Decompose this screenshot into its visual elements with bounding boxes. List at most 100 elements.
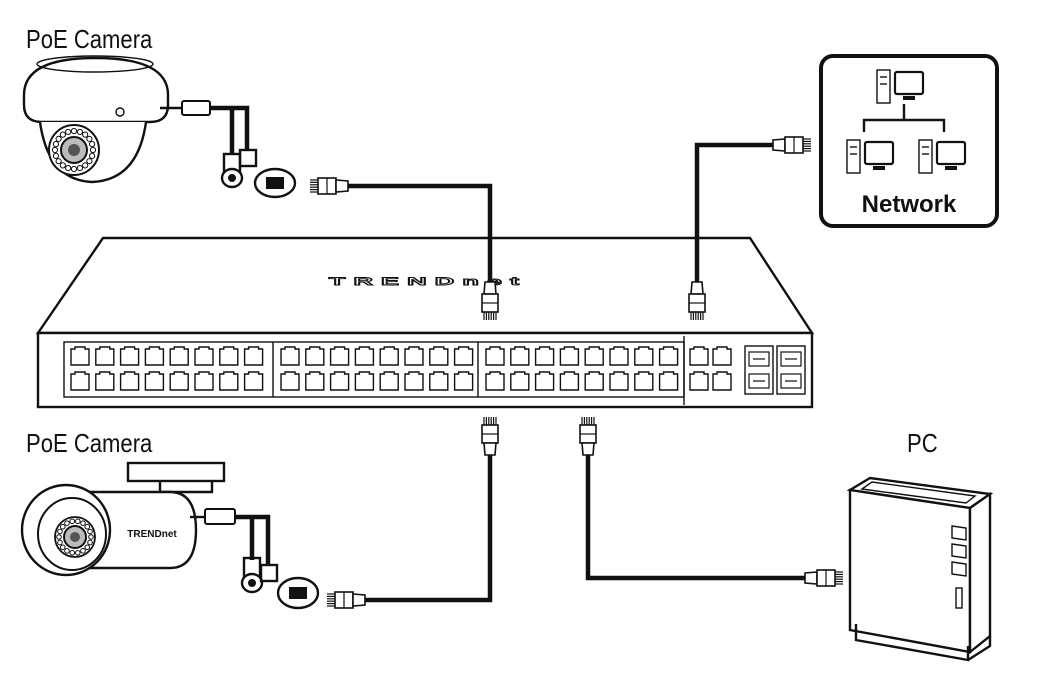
rj45-plug bbox=[804, 569, 843, 587]
rj45-port bbox=[219, 371, 239, 391]
rj45-port bbox=[584, 346, 604, 366]
bullet-camera-power-pin bbox=[248, 579, 256, 587]
bullet-camera-eth-boot bbox=[259, 563, 279, 583]
pc-tower bbox=[846, 476, 994, 662]
rj45-port bbox=[689, 371, 709, 391]
bullet-camera-ir-leds bbox=[56, 518, 94, 556]
network-label: Network bbox=[862, 191, 957, 218]
rj45-plugs bbox=[310, 136, 843, 609]
bullet-camera-mount-plate bbox=[126, 461, 226, 483]
ir-led bbox=[69, 518, 76, 525]
rj45-port bbox=[658, 346, 679, 366]
bullet-camera-eth-lead bbox=[235, 514, 271, 565]
dome-camera-lens-center bbox=[68, 144, 80, 156]
rj45-plug bbox=[481, 417, 499, 456]
rj45-port bbox=[169, 346, 189, 366]
ir-led bbox=[52, 141, 60, 148]
ir-led bbox=[76, 164, 83, 172]
rj45-port-array bbox=[70, 346, 679, 391]
rj45-plug bbox=[481, 281, 499, 320]
network-computer-left bbox=[846, 139, 895, 174]
ir-led bbox=[57, 539, 63, 546]
cable-switch-to-bottom-camera bbox=[365, 455, 493, 603]
pc-label: PC bbox=[907, 429, 938, 458]
ir-led bbox=[59, 131, 66, 138]
rj45-port bbox=[634, 371, 654, 391]
ir-led bbox=[84, 523, 91, 530]
ir-led bbox=[59, 162, 66, 169]
rj45-port bbox=[379, 346, 399, 366]
ir-led bbox=[65, 164, 72, 172]
network-computer-right bbox=[918, 139, 967, 174]
ir-led bbox=[88, 141, 96, 148]
bullet-camera-connector bbox=[204, 508, 236, 525]
rj45-port bbox=[689, 346, 709, 366]
ir-led bbox=[57, 528, 63, 535]
rj45-port bbox=[70, 371, 90, 391]
ir-led bbox=[55, 158, 62, 165]
rj45-port bbox=[609, 371, 629, 391]
dome-camera-housing bbox=[22, 56, 170, 124]
rj45-port bbox=[658, 371, 679, 391]
rj45-port bbox=[429, 346, 449, 366]
rj45-port bbox=[119, 346, 140, 366]
rj45-port bbox=[194, 371, 214, 391]
dome-camera bbox=[22, 55, 297, 199]
rj45-port bbox=[379, 371, 399, 391]
rj45-plug bbox=[772, 136, 811, 154]
poe-camera-bottom-label: PoE Camera bbox=[26, 429, 153, 458]
pc-power-button bbox=[955, 587, 963, 609]
cable-switch-to-pc bbox=[585, 455, 805, 581]
switch-brand-logo: TRENDnet bbox=[329, 275, 527, 287]
cable-network-to-switch bbox=[694, 142, 775, 282]
ir-led bbox=[59, 544, 66, 551]
bullet-camera-mount-arm bbox=[158, 481, 214, 494]
ir-led bbox=[56, 534, 62, 540]
rj45-port bbox=[534, 371, 555, 391]
rj45-port bbox=[329, 371, 350, 391]
rj45-port bbox=[634, 346, 654, 366]
rj45-port bbox=[305, 371, 325, 391]
bullet-camera-lens-center bbox=[70, 532, 80, 542]
rj45-port bbox=[70, 346, 90, 366]
ir-led bbox=[55, 135, 62, 142]
ir-led bbox=[86, 135, 93, 142]
uplink-port-array bbox=[689, 346, 732, 391]
rj45-port bbox=[280, 346, 300, 366]
rj45-port bbox=[354, 346, 375, 366]
rj45-port bbox=[329, 346, 350, 366]
ir-led bbox=[87, 528, 93, 535]
rj45-port bbox=[534, 346, 555, 366]
cables bbox=[348, 142, 805, 603]
rj45-port bbox=[712, 346, 732, 366]
network-box: Network bbox=[819, 54, 999, 228]
ir-led bbox=[59, 523, 66, 530]
rj45-port bbox=[404, 346, 424, 366]
rj45-port bbox=[453, 371, 474, 391]
network-switch: TRENDnet bbox=[35, 236, 815, 409]
ir-led bbox=[86, 158, 93, 165]
ir-led bbox=[64, 520, 70, 526]
rj45-port bbox=[559, 346, 580, 366]
ir-led bbox=[80, 548, 86, 554]
ir-led bbox=[74, 518, 81, 525]
rj45-port bbox=[119, 371, 140, 391]
bullet-camera: TRENDnet bbox=[20, 461, 320, 610]
rj45-port bbox=[194, 346, 214, 366]
rj45-port bbox=[280, 371, 300, 391]
rj45-port bbox=[485, 371, 505, 391]
dome-camera-top-ring bbox=[36, 55, 154, 73]
rj45-port bbox=[453, 346, 474, 366]
sfp-slot-array bbox=[744, 345, 806, 395]
rj45-port bbox=[169, 371, 189, 391]
network-box-frame bbox=[819, 54, 999, 228]
ir-led bbox=[52, 152, 60, 159]
pc-top-inset bbox=[860, 481, 977, 504]
rj45-plug bbox=[579, 417, 597, 456]
rj45-port bbox=[144, 371, 165, 391]
poe-camera-top-label: PoE Camera bbox=[26, 25, 153, 54]
ir-led bbox=[87, 539, 93, 546]
ir-led bbox=[82, 162, 89, 169]
ir-led bbox=[69, 549, 76, 556]
